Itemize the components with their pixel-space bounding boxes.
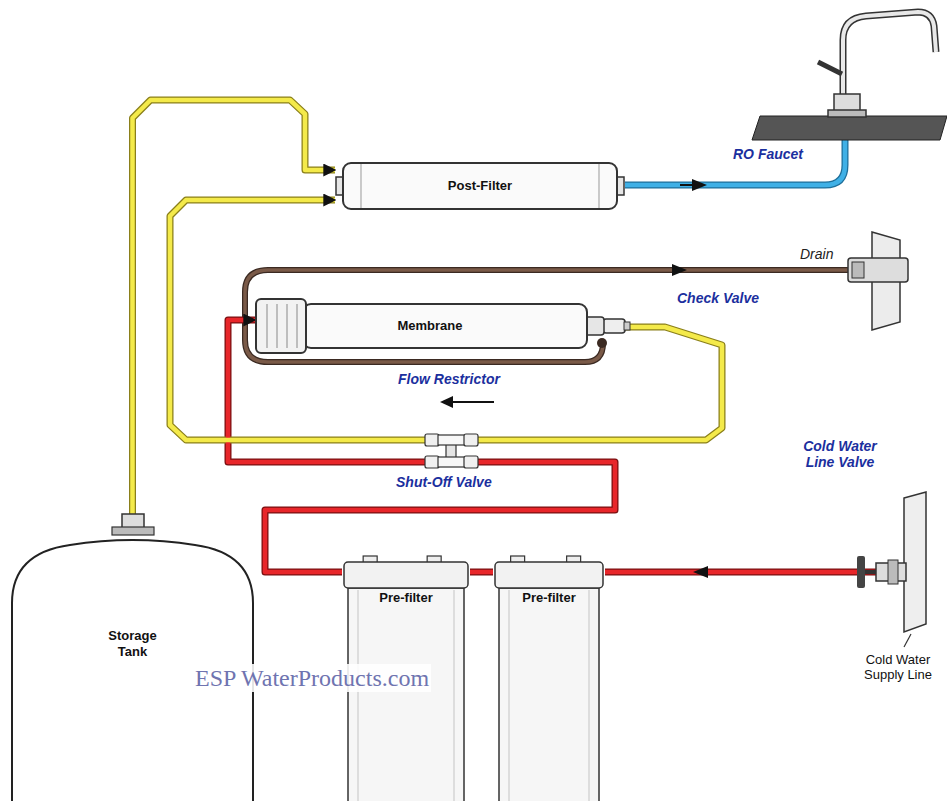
filter-body (343, 163, 617, 209)
body-seam (599, 164, 600, 208)
housing-cap (344, 562, 468, 588)
post-filter: Post-Filter (335, 160, 625, 212)
housing-body (499, 588, 599, 801)
check-valve-nut (624, 322, 630, 330)
check-valve-body (603, 319, 625, 333)
valve-handle (857, 556, 865, 588)
red-pipe (605, 570, 878, 575)
blue-pipe-casing (625, 136, 845, 185)
pipe-casing (228, 320, 615, 572)
faucet-spout (843, 12, 936, 96)
shut-off-valve-symbol (425, 434, 478, 468)
blue-pipe (625, 136, 845, 185)
node-text: Pre-filter (522, 590, 575, 606)
valve-label: Check Valve (677, 290, 759, 306)
drain-saddle (848, 258, 908, 282)
pre-filter-housing: Pre-filter (342, 556, 470, 801)
water-pipe (470, 570, 493, 575)
cap-groove (277, 304, 278, 348)
supply-pipe (904, 492, 926, 632)
flow-arrow (693, 566, 708, 578)
pipes (133, 100, 723, 572)
flow-arrow (440, 396, 453, 408)
faucet-line (625, 136, 845, 191)
valve-label: Shut-Off Valve (396, 474, 492, 490)
pipe-casing (133, 100, 336, 533)
pipe-casings (133, 100, 723, 572)
body-seam (361, 164, 362, 208)
flow-arrow (672, 264, 687, 276)
pipe-casing (470, 569, 493, 576)
tank-valve-base (112, 527, 154, 535)
flow-arrow-shaft (452, 401, 494, 403)
water-pipe (170, 200, 722, 440)
valve-body (438, 457, 465, 467)
node-text: Pre-filter (379, 590, 432, 606)
water-pipe (133, 100, 336, 533)
valve-union (425, 434, 439, 446)
housing-body (348, 588, 464, 801)
faucet-symbol (752, 12, 947, 140)
valve-body (438, 435, 465, 445)
node-text: Membrane (397, 318, 462, 334)
restrictor-label: Flow Restrictor (398, 371, 500, 387)
leader-line (904, 634, 911, 647)
node-text: Storage Tank (98, 628, 168, 660)
cap-groove (297, 304, 298, 348)
faucet-lever (818, 62, 842, 74)
storage-tank: Storage Tank (10, 533, 255, 801)
valve-label: Cold Water Line Valve (795, 438, 885, 470)
faucet-label: RO Faucet (733, 146, 803, 162)
drain-pipe (245, 270, 858, 362)
cap-groove (287, 304, 288, 348)
housing-cap (495, 562, 603, 588)
node-outline (10, 533, 255, 801)
valve-union (464, 434, 478, 446)
housing-shade (454, 590, 455, 801)
water-pipe (228, 320, 615, 572)
red-pipe-casing (605, 569, 878, 576)
housing-shade (589, 590, 590, 801)
membrane-body (303, 304, 587, 348)
flow-arrow (692, 179, 707, 191)
housing-shade (509, 590, 510, 801)
membrane-housing: Membrane (255, 298, 605, 354)
tank-outline (12, 540, 253, 801)
end-cap (256, 299, 306, 353)
drain-nut (852, 262, 864, 278)
drain-pipe-symbol (848, 232, 908, 330)
cold-water-supply (605, 492, 926, 647)
countertop (752, 116, 947, 140)
drain-pipe-casing (245, 270, 858, 362)
drain-label: Drain (800, 246, 833, 262)
drain-line (245, 264, 858, 408)
tank-fitting (112, 514, 154, 535)
faucet-spout-outline (843, 12, 936, 96)
valve-nut (888, 560, 898, 584)
housing-shade (358, 590, 359, 801)
supply-line-label: Cold Water Supply Line (852, 652, 944, 682)
node-text: Post-Filter (448, 178, 512, 194)
drain-port (597, 338, 607, 348)
valve-union (464, 456, 478, 468)
cap-groove (267, 304, 268, 348)
valve-union (425, 456, 439, 468)
faucet-collar (828, 110, 866, 117)
pre-filter-housing: Pre-filter (493, 556, 605, 801)
check-valve-symbol (603, 319, 630, 333)
